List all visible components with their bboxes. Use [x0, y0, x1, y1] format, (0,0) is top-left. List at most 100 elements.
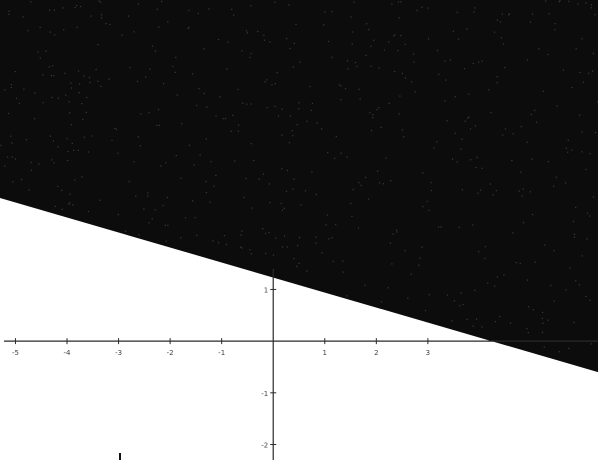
speck	[592, 70, 594, 72]
speck	[534, 109, 536, 111]
speck	[78, 70, 80, 72]
speck	[225, 243, 227, 246]
speck	[265, 232, 267, 235]
speck	[346, 60, 349, 62]
speck	[474, 7, 476, 9]
speck	[383, 49, 385, 51]
speck	[508, 13, 511, 15]
speck	[262, 228, 264, 230]
speck	[293, 42, 295, 44]
speck	[401, 129, 403, 131]
speck	[404, 250, 406, 252]
speck	[274, 83, 276, 85]
speck	[133, 31, 135, 33]
speck	[30, 161, 32, 163]
speck	[140, 113, 142, 115]
speck	[88, 151, 90, 153]
speck	[67, 159, 69, 162]
speck	[342, 260, 344, 262]
speck	[460, 148, 462, 150]
speck	[300, 204, 302, 206]
speck	[553, 250, 555, 252]
speck	[298, 108, 300, 110]
speck	[368, 29, 370, 31]
speck	[530, 21, 532, 23]
speck	[550, 284, 552, 287]
speck	[496, 82, 498, 84]
speck	[466, 28, 468, 30]
speck	[472, 224, 474, 226]
speck	[39, 57, 41, 59]
speck	[352, 31, 354, 33]
speck	[148, 222, 150, 224]
speck	[70, 82, 72, 84]
speck	[258, 178, 260, 180]
speck	[315, 236, 317, 238]
speck	[372, 114, 374, 116]
speck	[100, 1, 102, 3]
speck	[161, 0, 163, 2]
speck	[223, 235, 225, 237]
speck	[446, 120, 448, 122]
speck	[424, 310, 427, 312]
speck	[69, 193, 71, 195]
speck	[158, 124, 160, 126]
speck	[238, 124, 240, 126]
speck	[206, 106, 208, 108]
speck	[311, 102, 313, 104]
speck	[358, 181, 360, 184]
speck	[145, 76, 147, 78]
speck	[401, 72, 403, 74]
speck	[470, 159, 472, 161]
speck	[376, 109, 378, 111]
speck	[298, 102, 300, 104]
speck	[394, 70, 396, 73]
speck	[385, 157, 387, 159]
speck	[475, 166, 477, 169]
speck	[296, 124, 298, 126]
speck	[373, 39, 375, 41]
speck	[51, 159, 53, 161]
speck	[49, 31, 51, 33]
speck	[184, 217, 187, 219]
speck	[578, 284, 581, 286]
speck	[53, 75, 55, 77]
speck	[181, 123, 183, 125]
speck	[529, 191, 531, 193]
speck	[387, 287, 389, 289]
speck	[246, 32, 248, 34]
speck	[456, 11, 458, 13]
speck	[474, 289, 476, 291]
speck	[0, 144, 2, 146]
speck	[544, 244, 546, 246]
speck	[508, 14, 510, 16]
speck	[253, 159, 255, 162]
speck	[438, 73, 440, 75]
speck	[283, 207, 285, 209]
speck	[54, 205, 56, 207]
speck	[380, 301, 383, 303]
y-tick-label: 1	[264, 286, 268, 294]
speck	[495, 190, 497, 192]
speck	[68, 203, 70, 205]
speck	[203, 48, 205, 50]
speck	[197, 12, 199, 14]
speck	[74, 179, 76, 181]
speck	[575, 48, 577, 50]
speck	[233, 14, 235, 16]
speck	[76, 26, 78, 28]
speck	[568, 347, 570, 349]
speck	[196, 104, 198, 107]
speck	[388, 41, 390, 43]
speck	[133, 161, 135, 163]
x-tick-label: -4	[64, 349, 72, 357]
speck	[522, 222, 525, 224]
speck	[499, 21, 502, 23]
speck	[288, 4, 290, 6]
speck	[246, 103, 248, 105]
speck	[296, 265, 298, 267]
speck	[281, 246, 284, 248]
speck	[245, 177, 247, 180]
speck	[413, 53, 415, 55]
speck	[324, 11, 326, 13]
